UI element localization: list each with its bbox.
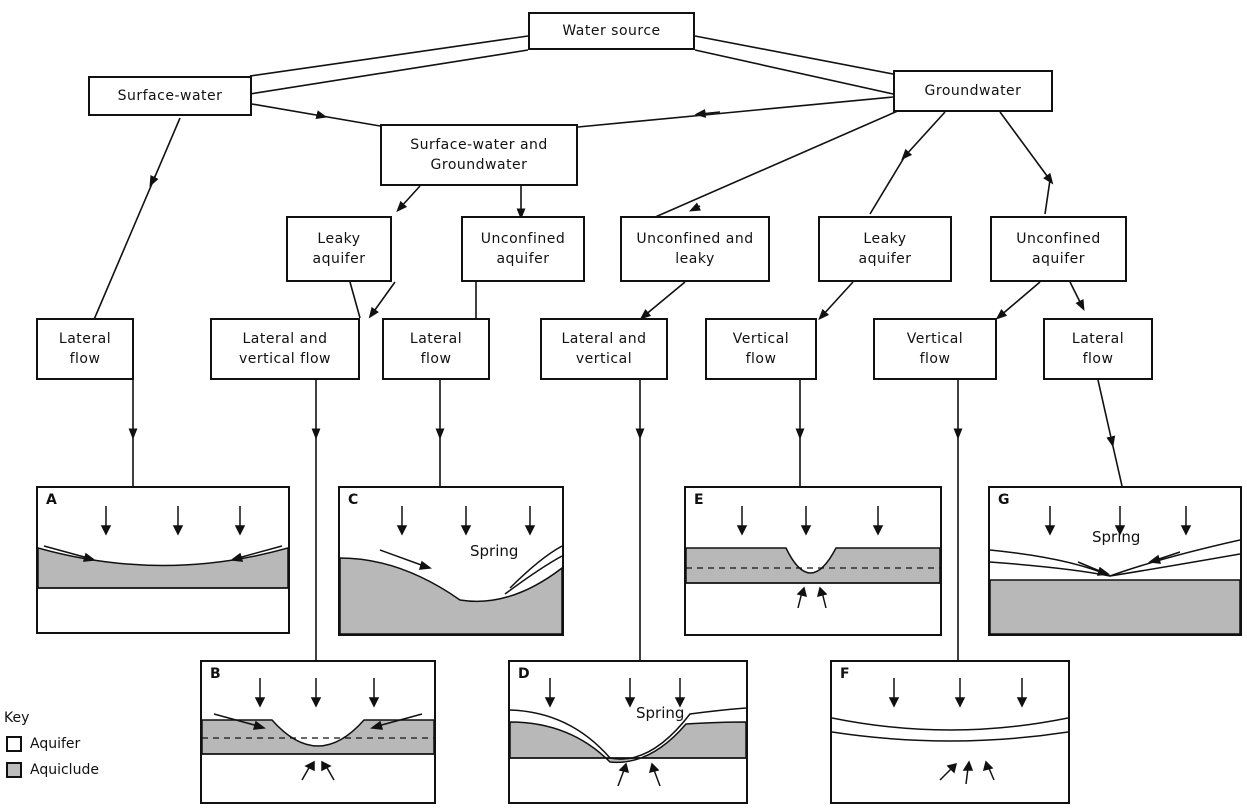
link-leaky2-vertical1 [818,281,854,321]
panel-c: C Spring [338,486,564,636]
vertical-flow-box-1: Vertical flow [705,318,817,380]
panel-e: E [684,486,942,636]
panel-a: A [36,486,290,634]
unconfined-and-leaky-label: Unconfined and leaky [636,231,754,267]
panel-f-label: F [840,666,850,682]
lateral-and-vertical-flow-label: Lateral and vertical flow [239,331,331,367]
panel-b-label: B [210,666,221,682]
panel-g-label: G [998,492,1010,508]
aquiclude-swatch [6,762,22,778]
lateral-flow-label-2: Lateral flow [409,331,463,367]
panel-c-label: C [348,492,359,508]
link-source-ground [694,35,894,75]
legend-label-aquiclude: Aquiclude [30,762,99,778]
water-source-box: Water source [528,12,695,50]
vertical-flow-label-1: Vertical flow [732,331,790,367]
link-lat3-G [1097,379,1116,448]
groundwater-box: Groundwater [893,70,1053,112]
panel-d: D Spring [508,660,748,804]
panel-a-section [38,506,288,589]
link-combined-leaky [396,185,421,213]
surface-water-box: Surface-water [88,76,252,116]
lateral-flow-box-3: Lateral flow [1043,318,1153,380]
link-surface-combined [251,103,381,127]
unconfined-aquifer-box-2: Unconfined aquifer [990,216,1127,282]
legend-label-aquifer: Aquifer [30,736,81,752]
unconfined-aquifer-label-1: Unconfined aquifer [480,231,566,267]
unconfined-aquifer-box-1: Unconfined aquifer [461,216,585,282]
link-source-ground-2 [694,49,894,95]
link-source-surface-2 [249,49,529,95]
aquifer-swatch [6,736,22,752]
panel-b-section [202,678,434,781]
vertical-flow-label-2: Vertical flow [906,331,964,367]
link-unconfleaky-latvert [639,281,686,320]
groundwater-label: Groundwater [924,83,1022,99]
link-surface-lateral1 [86,117,181,337]
panel-f-section [832,678,1068,785]
link-source-surface [249,35,529,77]
lateral-and-vertical-label: Lateral and vertical [561,331,647,367]
surface-and-groundwater-label: Surface-water and Groundwater [410,137,548,173]
vertical-flow-box-2: Vertical flow [873,318,997,380]
lateral-flow-box-1: Lateral flow [36,318,134,380]
link-unconf2-vertical2 [995,281,1041,320]
panel-c-spring-label: Spring [470,542,519,560]
link-unconf2-lateral3 [1069,281,1085,312]
panel-b: B [200,660,436,804]
panel-c-section [340,506,562,634]
leaky-aquifer-box-1: Leaky aquifer [286,216,392,282]
unconfined-and-leaky-box: Unconfined and leaky [620,216,770,282]
lateral-flow-label-1: Lateral flow [58,331,112,367]
legend-item-aquiclude: Aquiclude [6,762,99,778]
lateral-flow-box-2: Lateral flow [382,318,490,380]
lateral-and-vertical-flow-box: Lateral and vertical flow [210,318,360,380]
link-leaky1-latvert [368,281,396,319]
panel-e-section [686,506,940,609]
lateral-flow-label-3: Lateral flow [1071,331,1125,367]
surface-and-groundwater-box: Surface-water and Groundwater [380,124,578,186]
leaky-aquifer-label-2: Leaky aquifer [858,231,912,267]
leaky-aquifer-label-1: Leaky aquifer [312,231,366,267]
water-source-label: Water source [562,23,661,39]
link-ground-unconf2 [999,111,1054,185]
panel-e-label: E [694,492,704,508]
unconfined-aquifer-label-2: Unconfined aquifer [1016,231,1101,267]
panel-f: F [830,660,1070,804]
panel-d-label: D [518,666,530,682]
panel-a-label: A [46,492,57,508]
surface-water-label: Surface-water [117,88,223,104]
panel-d-section [510,678,746,787]
panel-g-section [990,506,1240,634]
legend: Key Aquifer Aquiclude [4,710,164,800]
panel-g-spring-label: Spring [1092,528,1141,546]
lateral-and-vertical-box: Lateral and vertical [540,318,668,380]
legend-title: Key [4,710,30,726]
link-ground-leaky2 [901,111,946,161]
legend-item-aquifer: Aquifer [6,736,80,752]
panel-d-spring-label: Spring [636,704,685,722]
leaky-aquifer-box-2: Leaky aquifer [818,216,952,282]
link-ground-unconf-leaky [620,109,901,233]
panel-g: G Spring [988,486,1242,636]
link-ground-combined [577,96,894,128]
